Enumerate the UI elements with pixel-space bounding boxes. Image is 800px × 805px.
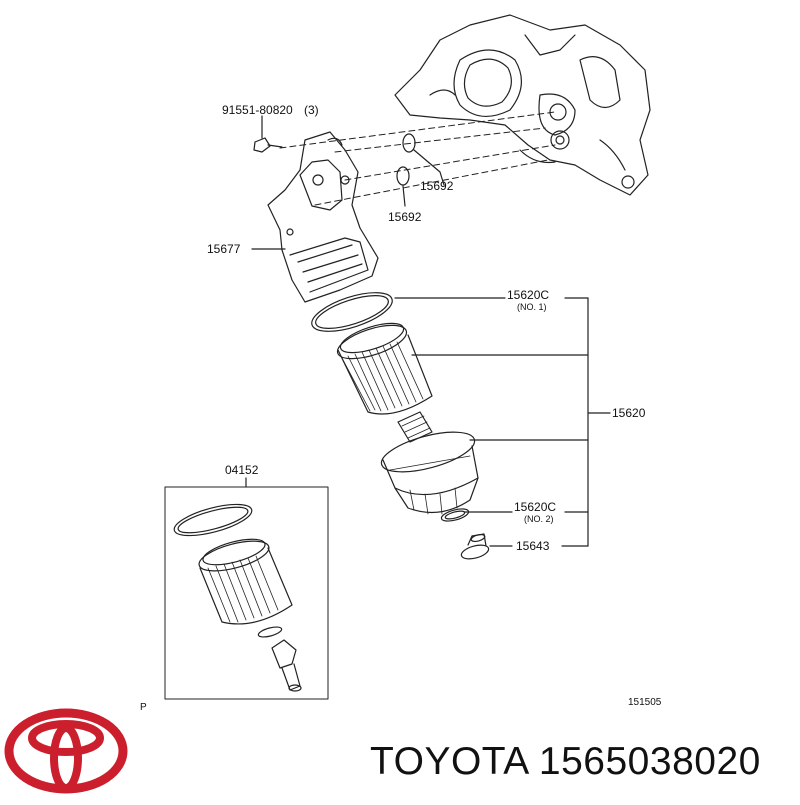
brand-caption: TOYOTA 1565038020 <box>370 740 761 783</box>
diagram-code: 151505 <box>628 697 662 708</box>
label-bolt-qty: (3) <box>304 103 319 117</box>
alignment-lines <box>279 111 556 206</box>
oring-lower-drawing <box>396 166 410 186</box>
engine-block-drawing <box>394 14 651 196</box>
bracket-drawing <box>267 131 379 303</box>
label-oring-a: 15692 <box>420 179 454 193</box>
label-gasket-note: (NO. 1) <box>517 302 547 312</box>
label-gasket: 15620C <box>507 288 550 302</box>
gasket-drawing <box>311 292 393 332</box>
small-oring-drawing <box>440 508 470 522</box>
oring-upper-drawing <box>402 133 416 153</box>
label-assembly: 15620 <box>612 406 646 420</box>
page-marker: P <box>140 702 147 713</box>
filter-element-drawing <box>336 322 433 415</box>
label-plug: 15643 <box>516 539 550 553</box>
label-bolt: 91551-80820 <box>222 103 293 117</box>
toyota-logo <box>4 708 128 794</box>
label-oring-b: 15692 <box>388 210 422 224</box>
kit-contents-drawing <box>173 503 302 692</box>
label-kit: 04152 <box>225 463 259 477</box>
bolt-drawing <box>253 115 283 153</box>
drain-plug-drawing <box>460 533 490 560</box>
label-oring-small-note: (NO. 2) <box>524 514 554 524</box>
label-oring-small: 15620C <box>514 500 557 514</box>
filter-cap-drawing <box>380 411 479 515</box>
label-bracket: 15677 <box>207 242 241 256</box>
